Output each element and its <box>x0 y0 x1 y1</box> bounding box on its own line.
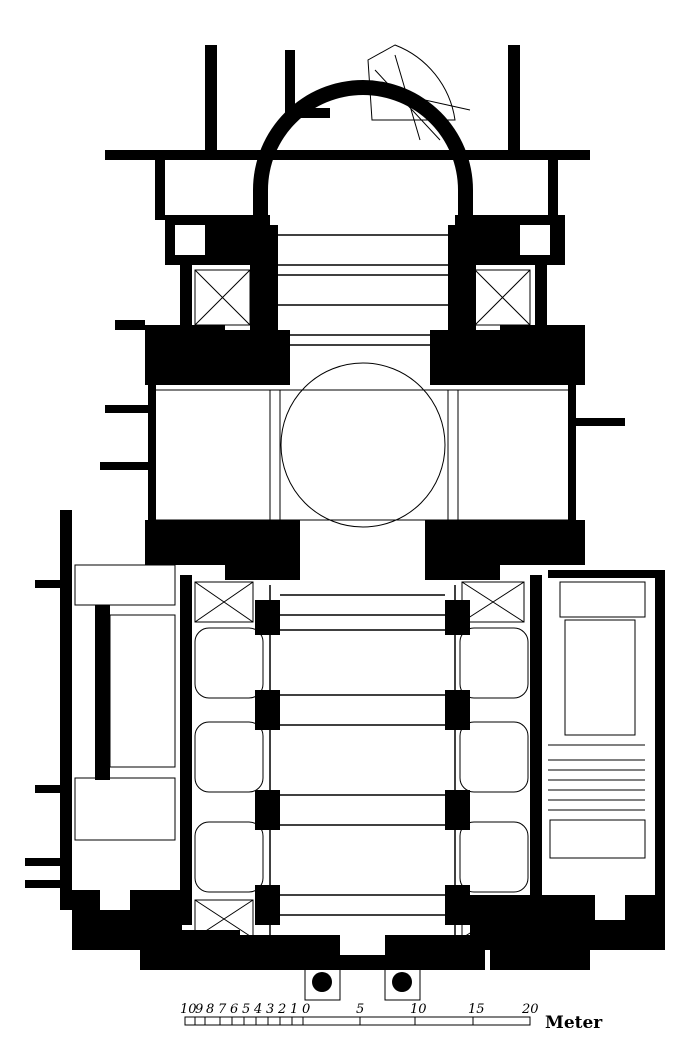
scale-tick-label: 15 <box>468 1002 485 1017</box>
scale-tick-label: 10 <box>180 1002 197 1017</box>
crossing <box>100 320 625 580</box>
choir <box>165 215 565 346</box>
left-chapels <box>25 510 240 970</box>
scale-tick-label: 3 <box>266 1002 274 1017</box>
side-aisles <box>180 575 542 939</box>
facade <box>240 935 485 1001</box>
scale-tick-label: 2 <box>277 1002 286 1017</box>
scale-tick-label: 1 <box>290 1002 298 1017</box>
nave <box>255 585 470 940</box>
apse <box>253 44 473 230</box>
scale-tick-label: 10 <box>410 1002 427 1017</box>
scale-tick-label: 6 <box>230 1002 238 1017</box>
scale-tick-label: 20 <box>521 1002 539 1017</box>
scale-tick-label: 9 <box>195 1002 203 1017</box>
scale-tick-label: 5 <box>356 1002 364 1017</box>
scale-tick-label: 8 <box>206 1002 214 1017</box>
scale-unit: Meter <box>545 1013 603 1033</box>
scale-tick-label: 0 <box>302 1002 310 1017</box>
scale-tick-label: 5 <box>242 1002 250 1017</box>
scale-tick-label: 7 <box>218 1002 227 1017</box>
north-walls <box>105 45 590 220</box>
right-chapels <box>470 570 665 970</box>
scale-tick-label: 4 <box>253 1002 262 1017</box>
